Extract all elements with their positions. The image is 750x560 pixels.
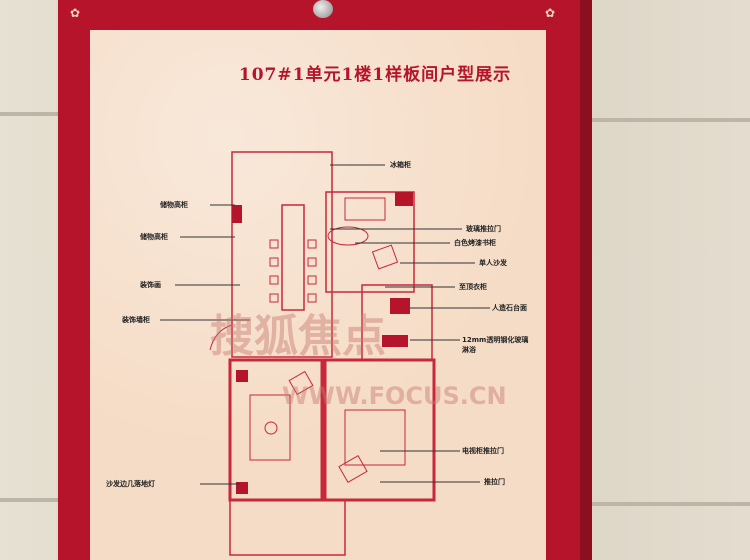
- tile-grout: [0, 112, 58, 116]
- label-wardrobe: 至顶衣柜: [459, 283, 487, 291]
- label-tv-sliding-door: 电视柜推拉门: [462, 447, 504, 455]
- label-armchair: 单人沙发: [479, 259, 507, 267]
- ornament-icon: ✿: [70, 6, 81, 20]
- tile-grout: [0, 498, 58, 502]
- label-bookcase: 白色烤漆书柜: [454, 239, 496, 247]
- label-storage-cabinet-1: 储物高柜: [160, 201, 188, 209]
- label-sliding-door: 推拉门: [484, 478, 505, 486]
- label-glass-sliding-door: 玻璃推拉门: [466, 225, 501, 233]
- watermark-url: WWW.FOCUS.CN: [282, 382, 507, 410]
- tile-grout: [592, 502, 750, 506]
- label-countertop: 人造石台面: [492, 304, 527, 312]
- label-wall-cabinet: 装饰墙柜: [122, 316, 150, 324]
- pin-icon: [313, 0, 333, 18]
- label-shower-glass: 12mm透明钢化玻璃淋浴: [462, 336, 529, 354]
- plan-title: 107#1单元1楼1样板间户型展示: [238, 65, 512, 85]
- label-decorative-painting: 装饰画: [140, 281, 161, 289]
- label-floor-lamp: 沙发边几落地灯: [106, 480, 155, 488]
- sign-board-edge: [580, 0, 592, 560]
- label-fridge-cabinet: 冰箱柜: [390, 161, 411, 169]
- label-storage-cabinet-2: 储物高柜: [140, 233, 168, 241]
- ornament-icon: ✿: [545, 6, 556, 20]
- watermark-brand: 搜狐焦点: [210, 311, 386, 362]
- floor-plan-sheet: [90, 30, 546, 560]
- tile-grout: [592, 118, 750, 122]
